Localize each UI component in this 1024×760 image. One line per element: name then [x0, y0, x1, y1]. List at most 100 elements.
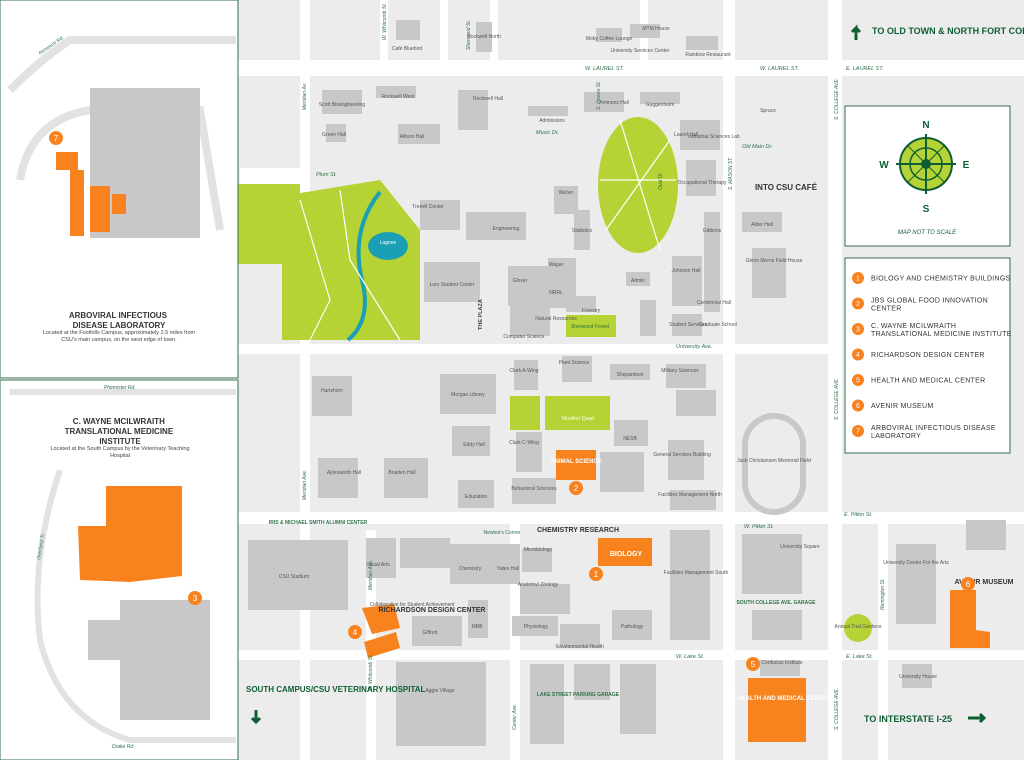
- lbl-ammons: Ammons Hall: [599, 100, 629, 106]
- track: [742, 413, 806, 515]
- lbl-facilities-south: Facilities Management South: [664, 570, 729, 576]
- street-labels: W. LAUREL ST. W. LAUREL ST. E. LAUREL ST…: [316, 66, 884, 660]
- directions: TO OLD TOWN & NORTH FORT COLLINS TO INTE…: [246, 24, 1024, 725]
- lbl-physiology: Physiology: [524, 624, 549, 630]
- compass-w: W: [879, 160, 889, 171]
- lbl-univ-center-arts: University Center For the Arts: [883, 560, 949, 566]
- dir-interstate: TO INTERSTATE I-25: [864, 714, 952, 724]
- inset-arboviral: 7 Remount Rd. ARBOVIRAL INFECTIOUS DISEA…: [7, 35, 236, 343]
- lbl-anatomy: Anatomy/ Zoology: [518, 582, 559, 588]
- legend-marker-1: [852, 272, 864, 284]
- lbl-clark-a: Clark A-Wing: [509, 368, 538, 374]
- lbl-sherwood-forest: Sherwood Forest: [571, 324, 610, 330]
- old-main: Old Main Dr.: [742, 144, 773, 150]
- lbl-newtons: Newton's Corner: [483, 530, 520, 536]
- mcilwraith-title-3: INSTITUTE: [99, 437, 141, 446]
- lbl-allison: Allison Hall: [400, 134, 425, 140]
- lbl-admin: Admin: [631, 278, 645, 284]
- legend-number-2: 2: [856, 301, 860, 308]
- lbl-behavioral: Behavioral Sciences: [511, 486, 557, 492]
- lbl-guggenheim: Guggenheim: [646, 102, 675, 108]
- paths: [299, 119, 676, 341]
- lbl-education: Education: [465, 494, 487, 500]
- lbl-smith-center: IRIS & MICHAEL SMITH ALUMNI CENTER: [269, 520, 368, 526]
- legend-number-7: 7: [856, 429, 860, 436]
- e-pitkin: E. Pitkin St.: [844, 512, 872, 518]
- lbl-pathology: Pathology: [621, 624, 644, 630]
- legend-marker-2: [852, 297, 864, 310]
- svg-text:4: 4: [353, 628, 358, 637]
- meridian-n: Meridian Av.: [302, 83, 308, 110]
- legend-number-5: 5: [856, 378, 860, 385]
- w-laurel-2: W. LAUREL ST.: [760, 66, 799, 72]
- svg-text:C. WAYNE MCILWRAITH TRAN: C. WAYNE MCILWRAITH TRANSLATIONAL MEDICI…: [65, 417, 176, 446]
- lbl-clark-c: Clark C-Wing: [509, 440, 539, 446]
- plum-st: Plum St.: [316, 172, 337, 178]
- e-laurel: E. LAUREL ST.: [846, 66, 884, 72]
- legend-label-6: AVENIR MUSEUM: [871, 403, 934, 410]
- compass-e: E: [963, 160, 970, 171]
- lbl-lory: Lory Student Center: [430, 282, 475, 288]
- lbl-rainbow: Rainbow Restaurant: [685, 52, 731, 58]
- lbl-morgan: Morgan Library: [451, 392, 485, 398]
- lbl-lake-garage: LAKE STREET PARKING GARAGE: [537, 692, 620, 698]
- legend-label-1: BIOLOGY AND CHEMISTRY BUILDINGS: [871, 276, 1011, 283]
- e-lake: E. Lake St.: [846, 654, 873, 660]
- svg-text:ARBOVIRAL INFECTIOUS DIS: ARBOVIRAL INFECTIOUS DISEASE LABORATORY: [69, 311, 169, 330]
- lbl-natural-resources: Natural Resources: [535, 316, 577, 322]
- lbl-wagar: Wagar: [549, 262, 564, 268]
- w-lake: W. Lake St.: [676, 654, 704, 660]
- lbl-spruce: Spruce: [760, 108, 776, 114]
- building-labels: Café Bluebird Rockwell North Moby Coffee…: [269, 26, 949, 698]
- lbl-shepardson: Shepardson: [617, 372, 644, 378]
- overland-tr: Overland Tr.: [36, 532, 47, 560]
- arboviral-desc: Located at the Foothills Campus, approxi…: [42, 330, 196, 343]
- marker-3: 3: [193, 594, 198, 603]
- lbl-trial-gardens: Annual Trial Gardens: [835, 624, 882, 630]
- svg-text:2: 2: [574, 484, 579, 493]
- lbl-biology: BIOLOGY: [610, 551, 643, 558]
- remington: Remington St.: [880, 578, 886, 610]
- compass-n: N: [922, 120, 929, 131]
- legend-label-4: RICHARDSON DESIGN CENTER: [871, 352, 985, 359]
- lbl-centennial: Centennial Hall: [697, 300, 731, 306]
- vertical-street-labels: Meridian Av. Meridian Ave. Meridian Ave.…: [302, 3, 886, 730]
- lbl-collaborative: Collaborative for Student Achievement: [369, 602, 455, 608]
- lbl-graduate: Graduate School: [699, 322, 737, 328]
- lbl-univ-services: University Services Center: [611, 48, 670, 54]
- lbl-industrial: Industrial Sciences Lab: [688, 134, 740, 140]
- whitcomb-n: W. Whitcomb St.: [382, 3, 388, 40]
- mcilwraith-desc: Located at the South Campus by the Veter…: [50, 446, 190, 459]
- lbl-statistics: Statistics: [572, 228, 593, 234]
- phemister-rd: Phemister Rd.: [104, 385, 136, 391]
- drake-rd: Drake Rd.: [112, 744, 135, 750]
- green-spaces: [238, 117, 872, 642]
- lbl-gifford: Gifford: [423, 630, 438, 636]
- buildings: [248, 20, 1006, 746]
- lbl-mtm: MTM House: [642, 26, 669, 32]
- the-plaza: THE PLAZA: [478, 299, 484, 330]
- lbl-nrrl: NRRL: [549, 290, 563, 296]
- lbl-aggie-village: Aggie Village: [425, 688, 454, 694]
- lbl-env-health: Environmental Health: [556, 644, 604, 650]
- legend-number-4: 4: [856, 352, 860, 359]
- legend-number-3: 3: [856, 327, 860, 334]
- lbl-aylesworth: Aylesworth Hall: [327, 470, 361, 476]
- meridian-s: Meridian Ave.: [302, 470, 308, 500]
- lbl-csu-health: CSU HEALTH AND MEDICAL CENTER: [723, 696, 832, 702]
- svg-text:5: 5: [751, 660, 756, 669]
- lbl-plant-science: Plant Science: [559, 360, 590, 366]
- w-laurel-1: W. LAUREL ST.: [585, 66, 624, 72]
- college-m: S. COLLEGE AVE.: [834, 378, 840, 420]
- lbl-into-csu: INTO CSU CAFÉ: [755, 183, 818, 192]
- legend-marker-3: [852, 323, 864, 335]
- lbl-confucius: Confucius Institute: [761, 660, 802, 666]
- lbl-nesb: NESB: [623, 436, 637, 442]
- svg-text:6: 6: [966, 580, 971, 589]
- lbl-green-hall: Green Hall: [322, 132, 346, 138]
- lbl-moby: Moby Coffee Lounge: [586, 36, 633, 42]
